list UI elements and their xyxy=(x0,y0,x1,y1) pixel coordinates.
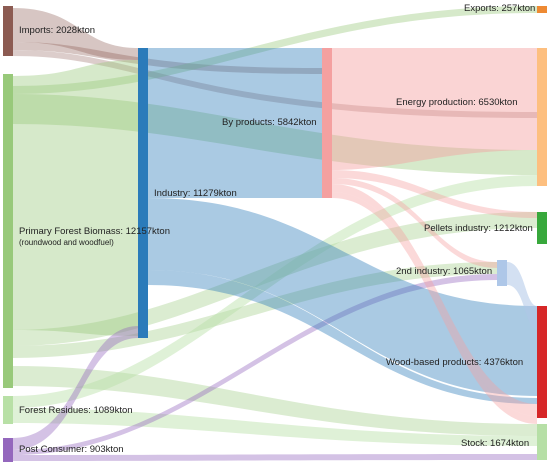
label-exports: Exports: 257kton xyxy=(464,3,536,14)
label-energy: Energy production: 6530kton xyxy=(396,97,518,108)
node-post xyxy=(3,438,13,462)
link-byprod-energy xyxy=(332,48,537,170)
link-imports-industry xyxy=(13,8,138,60)
label-pfb-main: Primary Forest Biomass: 12157kton xyxy=(19,226,171,237)
node-residues xyxy=(3,396,13,424)
link-industry-wood-2 xyxy=(148,270,537,404)
node-layer xyxy=(3,6,547,462)
node-stock xyxy=(537,424,547,460)
link-pfb-stock xyxy=(13,366,537,436)
label-industry: Industry: 11279kton xyxy=(154,188,237,199)
node-second xyxy=(497,260,507,286)
label-pellets: Pellets industry: 1212kton xyxy=(424,223,533,234)
link-pfb-exports xyxy=(13,6,537,94)
label-second: 2nd industry: 1065kton xyxy=(396,266,493,277)
label-wood: Wood-based products: 4376kton xyxy=(386,357,524,368)
link-residues-stock xyxy=(13,408,537,446)
node-wood xyxy=(537,306,547,418)
link-imports-byprod xyxy=(13,42,322,74)
label-pfb-sub: (roundwood and woodfuel) xyxy=(19,238,114,247)
label-residues: Forest Residues: 1089kton xyxy=(19,405,133,416)
link-post-stock xyxy=(13,454,537,461)
node-byprod xyxy=(322,48,332,198)
node-exports xyxy=(537,6,547,13)
node-pfb xyxy=(3,74,13,388)
link-byprod-pellets xyxy=(332,170,537,218)
link-industry-wood xyxy=(148,198,537,396)
label-byprod: By products: 5842kton xyxy=(222,117,317,128)
label-post: Post Consumer: 903kton xyxy=(19,444,124,455)
label-pfb: Primary Forest Biomass: 12157kton (round… xyxy=(19,226,170,248)
label-stock: Stock: 1674kton xyxy=(461,438,530,449)
link-industry-byprod xyxy=(148,48,322,198)
link-post-second xyxy=(13,274,497,455)
node-energy xyxy=(537,48,547,186)
link-second-wood xyxy=(507,262,537,330)
link-imports-energy xyxy=(13,50,537,118)
link-pfb-second xyxy=(13,262,497,358)
node-industry xyxy=(138,48,148,338)
node-imports xyxy=(3,6,13,56)
node-pellets xyxy=(537,212,547,244)
link-post-industry xyxy=(13,326,138,450)
label-imports: Imports: 2028kton xyxy=(19,25,96,36)
link-pfb-industry xyxy=(13,60,138,336)
